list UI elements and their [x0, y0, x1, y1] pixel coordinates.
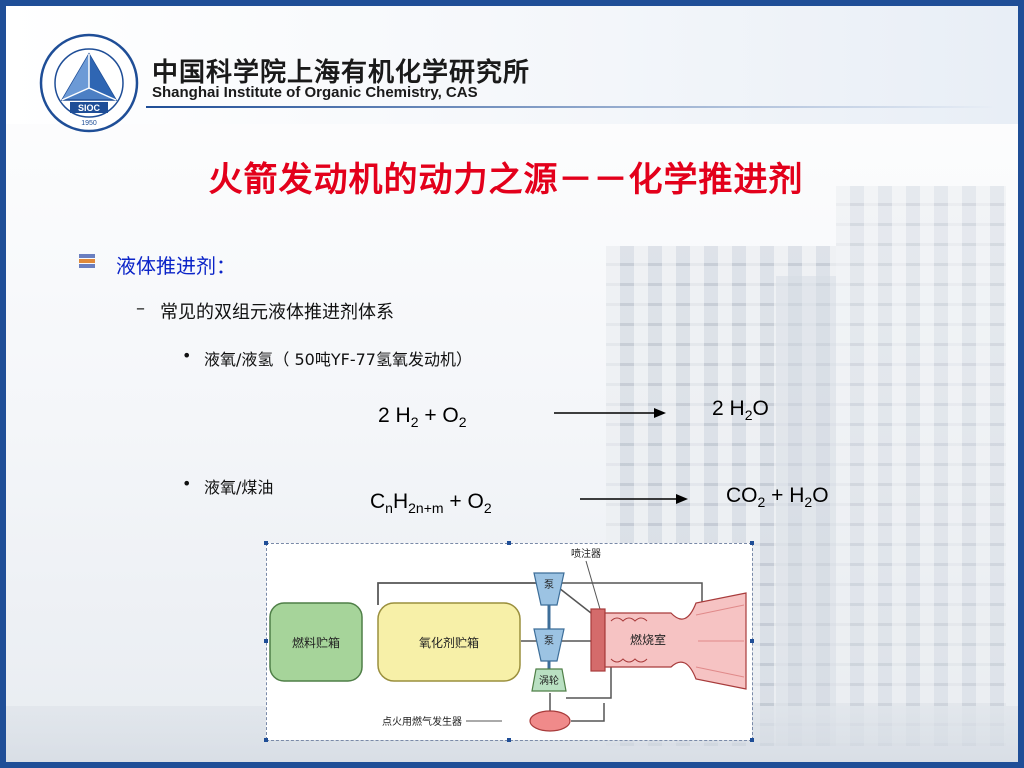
resize-handle-br[interactable]: [750, 738, 754, 742]
equation1-arrow: [554, 408, 666, 418]
gas-generator-label: 点火用燃气发生器: [382, 715, 462, 728]
equation1-reactants: 2 H2 + O2: [378, 404, 467, 430]
slide-title: 火箭发动机的动力之源－－化学推进剂: [208, 160, 804, 200]
rocket-engine-diagram[interactable]: 燃料贮箱 氧化剂贮箱 泵 泵 涡轮 点火用燃气发生器 喷注器: [266, 543, 752, 740]
equation2-arrow: [580, 494, 688, 504]
equation2-reactants: CnH2n+m + O2: [370, 490, 492, 516]
level2-text: 常见的双组元液体推进剂体系: [160, 302, 394, 323]
background-building-wing: [836, 186, 1006, 746]
bullet-list-icon: [79, 254, 95, 268]
resize-handle-tm[interactable]: [507, 541, 511, 545]
oxidizer-pump: [533, 628, 565, 662]
propellant-item-lox-lh2: 液氧/液氢（ 50吨YF-77氢氧发动机）: [204, 350, 472, 369]
fuel-tank-label: 燃料贮箱: [292, 635, 340, 650]
institute-name-cn: 中国科学院上海有机化学研究所: [152, 58, 531, 88]
logo-text: SIOC: [78, 103, 101, 113]
turbine-label: 涡轮: [539, 674, 559, 687]
oxidizer-tank: [377, 602, 521, 682]
oxidizer-tank-label: 氧化剂贮箱: [419, 635, 479, 650]
resize-handle-ml[interactable]: [264, 639, 268, 643]
equation1-products: 2 H2O: [712, 397, 769, 423]
pump-label-upper: 泵: [544, 579, 554, 591]
equation2-products: CO2 + H2O: [726, 484, 829, 510]
institute-name-en: Shanghai Institute of Organic Chemistry,…: [152, 84, 478, 101]
resize-handle-bm[interactable]: [507, 738, 511, 742]
header-divider: [146, 106, 998, 108]
resize-handle-tl[interactable]: [264, 541, 268, 545]
combustion-chamber: [604, 592, 747, 690]
header-band: [6, 6, 1018, 124]
resize-handle-mr[interactable]: [750, 639, 754, 643]
injector-plate: [590, 608, 606, 672]
resize-handle-tr[interactable]: [750, 541, 754, 545]
level1-heading: 液体推进剂：: [116, 254, 236, 278]
background-building-tower: [776, 276, 836, 746]
fuel-pump: [533, 572, 565, 606]
pump-label-lower: 泵: [544, 635, 554, 647]
fuel-tank: [269, 602, 363, 682]
fuel-feed-line: [377, 573, 543, 605]
sioc-logo: SIOC 1950: [39, 33, 139, 133]
injector-label: 喷注器: [571, 547, 601, 560]
level2-dash: –: [136, 298, 145, 319]
turbine: [531, 668, 567, 692]
bullet-dot-1: •: [182, 346, 192, 365]
propellant-item-lox-kerosene: 液氧/煤油: [204, 478, 274, 497]
combustion-chamber-label: 燃烧室: [630, 632, 666, 647]
gas-generator: [529, 710, 571, 732]
bullet-dot-2: •: [182, 474, 192, 493]
resize-handle-bl[interactable]: [264, 738, 268, 742]
engine-schematic: 燃料贮箱 氧化剂贮箱 泵 泵 涡轮 点火用燃气发生器 喷注器: [269, 547, 747, 732]
logo-year: 1950: [81, 120, 97, 127]
